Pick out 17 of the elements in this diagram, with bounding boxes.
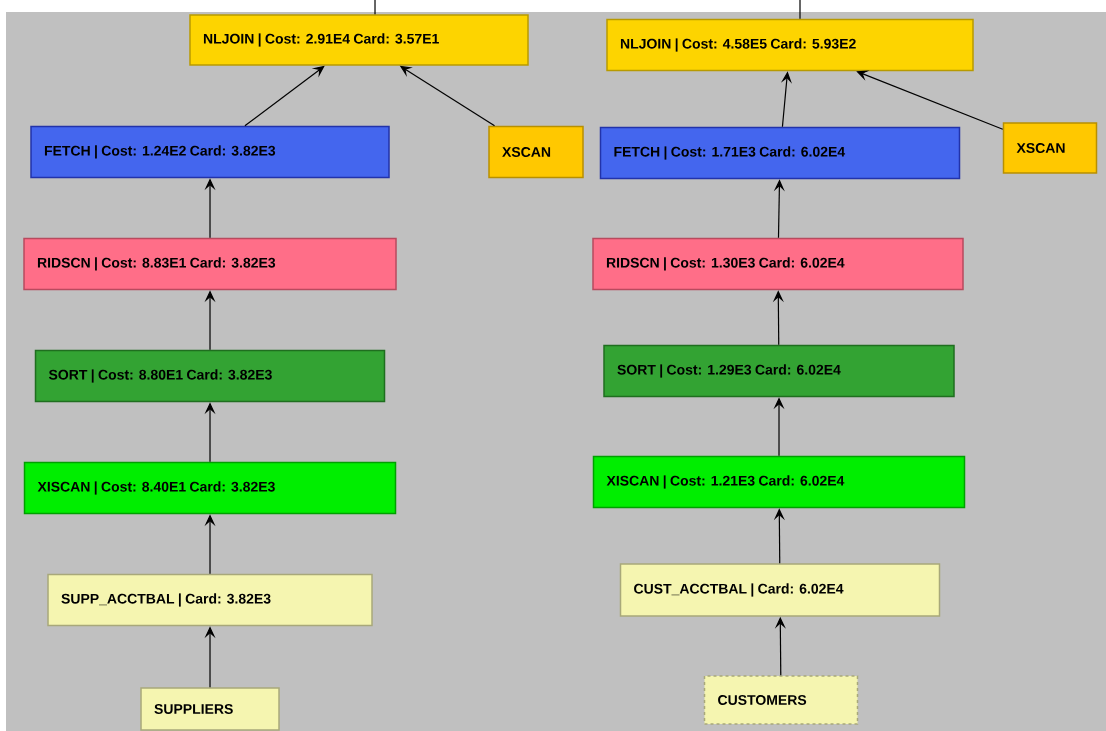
operator-box: XSCAN [488,125,584,179]
operator-box: XISCAN | Cost: 1.21E3 Card: 6.02E4 [592,455,966,509]
table-box: SUPP_ACCTBAL | Card: 3.82E3 [47,573,373,627]
operator-box: XISCAN | Cost: 8.40E1 Card: 3.82E3 [23,461,397,515]
operator-box: FETCH | Cost: 1.24E2 Card: 3.82E3 [30,125,390,179]
operator-box: NLJOIN | Cost: 2.91E4 Card: 3.57E1 [189,14,529,66]
operator-box: SORT | Cost: 1.29E3 Card: 6.02E4 [603,344,955,398]
table-box: CUSTOMERS [703,675,859,725]
operator-box: SORT | Cost: 8.80E1 Card: 3.82E3 [34,349,386,403]
table-box: SUPPLIERS [140,687,280,731]
arrow [856,70,1004,130]
operator-box: RIDSCN | Cost: 1.30E3 Card: 6.02E4 [592,237,964,291]
operator-box: RIDSCN | Cost: 8.83E1 Card: 3.82E3 [23,237,397,291]
operator-box: NLJOIN | Cost: 4.58E5 Card: 5.93E2 [606,18,974,72]
operator-box: FETCH | Cost: 1.71E3 Card: 6.02E4 [599,126,961,180]
operator-box: XSCAN [1002,122,1098,174]
table-box: CUST_ACCTBAL | Card: 6.02E4 [619,563,941,617]
